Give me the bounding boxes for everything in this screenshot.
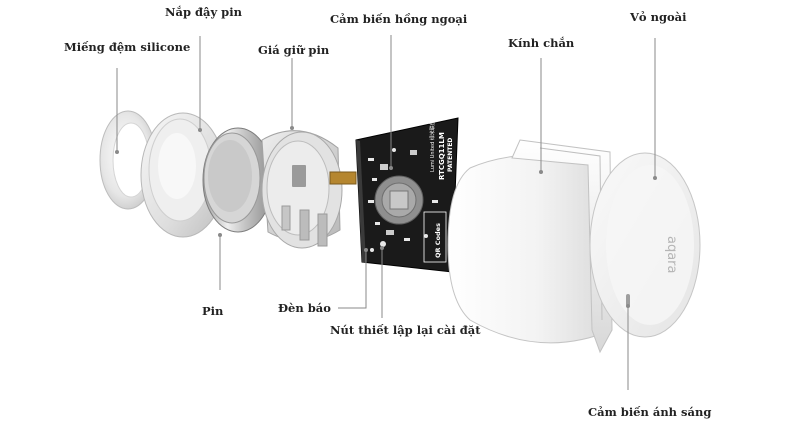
label-outer-shell: Vỏ ngoài [630, 10, 687, 24]
leader-indicator [338, 250, 367, 309]
label-light-sensor: Cảm biến ánh sáng [588, 405, 712, 419]
pcb-maker-text: Lumi United 绿米联创 [429, 120, 436, 172]
label-battery-cover: Nắp đậy pin [165, 5, 242, 19]
pcb-patent-text: PATENTED [447, 138, 454, 172]
label-reset-button: Nút thiết lập lại cài đặt [330, 323, 481, 337]
label-silicone-pad: Miếng đệm silicone [64, 40, 191, 54]
battery-holder-part [261, 130, 357, 249]
outer-shell-part: aqara [447, 139, 701, 354]
brand-logo-text: aqara [664, 236, 679, 274]
label-battery-holder: Giá giữ pin [258, 43, 330, 57]
label-battery: Pin [202, 304, 224, 318]
label-indicator-light: Đèn báo [278, 301, 331, 315]
pcb-qr-text: QR Codes [434, 223, 442, 258]
label-lens: Kính chắn [508, 36, 575, 50]
pcb-model-text: RTCGQ11LM [438, 132, 446, 180]
leader-lines [116, 35, 656, 390]
pcb-board-part: RTCGQ11LM Lumi United 绿米联创 PATENTED QR C… [355, 117, 459, 273]
battery-part [202, 127, 274, 233]
label-ir-sensor: Cảm biến hồng ngoại [330, 12, 468, 26]
leader-dots [115, 126, 657, 308]
